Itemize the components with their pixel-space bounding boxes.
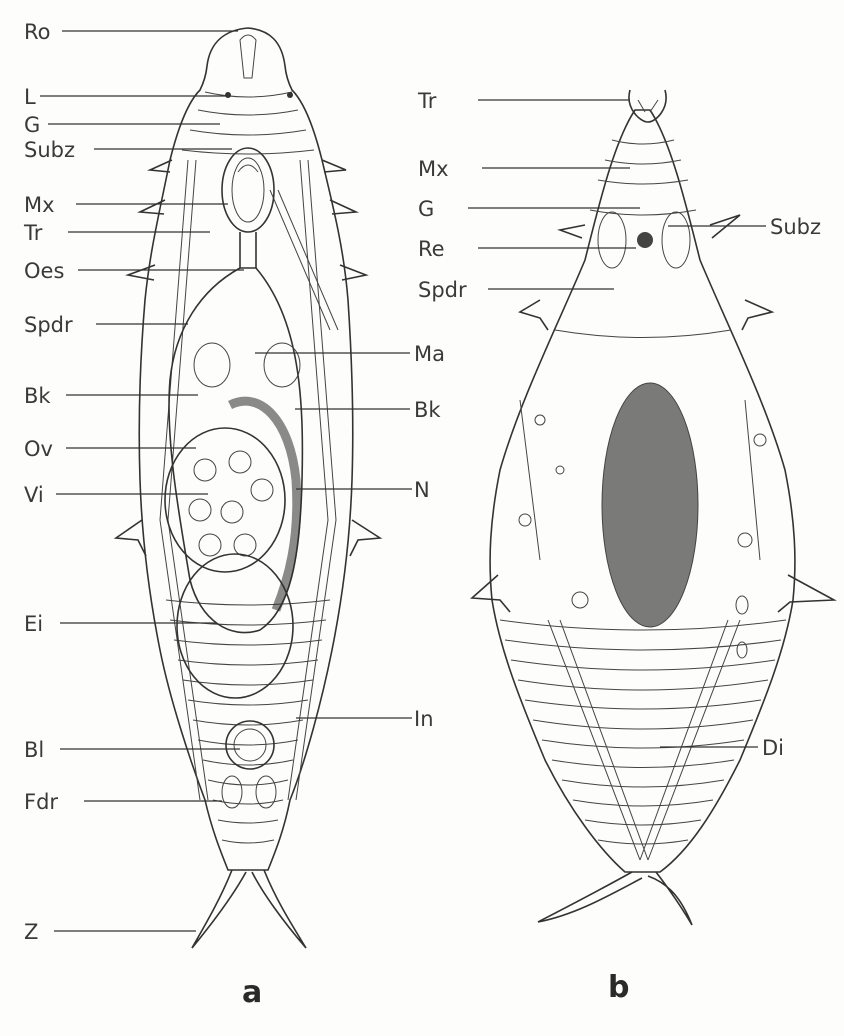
label-z: Z: [24, 920, 38, 944]
label-in: In: [414, 707, 434, 731]
labels-specimen-b-right: Subz Di: [762, 215, 821, 760]
label-re: Re: [418, 237, 445, 261]
label-mx-b: Mx: [418, 157, 449, 181]
label-g-b: G: [418, 197, 434, 221]
label-subz-b: Subz: [770, 215, 821, 239]
label-fdr: Fdr: [24, 790, 58, 814]
specimen-a-drawing: [116, 28, 380, 948]
label-oes: Oes: [24, 259, 64, 283]
label-bl: Bl: [24, 738, 44, 762]
label-l: L: [24, 85, 36, 109]
labels-specimen-b-left: Tr Mx G Re Spdr: [417, 89, 467, 302]
label-tr-b: Tr: [417, 89, 437, 113]
labels-specimen-a-right: Ma Bk N In: [414, 342, 445, 731]
label-ro: Ro: [24, 20, 51, 44]
label-ei: Ei: [24, 612, 43, 636]
label-di: Di: [762, 736, 784, 760]
label-spdr-b: Spdr: [418, 278, 467, 302]
caption-a: a: [242, 975, 262, 1010]
label-ma: Ma: [414, 342, 445, 366]
label-bk-left: Bk: [24, 384, 51, 408]
figure-captions: a b: [242, 970, 629, 1010]
label-subz: Subz: [24, 138, 75, 162]
label-tr: Tr: [23, 221, 43, 245]
label-n: N: [414, 478, 430, 502]
label-g: G: [24, 113, 40, 137]
label-spdr: Spdr: [24, 313, 73, 337]
caption-b: b: [608, 970, 629, 1005]
label-ov: Ov: [24, 437, 53, 461]
label-mx: Mx: [24, 193, 55, 217]
label-vi: Vi: [24, 483, 44, 507]
labels-specimen-a-left: Ro L G Subz Mx Tr Oes Spdr Bk Ov Vi Ei B…: [23, 20, 75, 944]
label-bk-right: Bk: [414, 398, 441, 422]
